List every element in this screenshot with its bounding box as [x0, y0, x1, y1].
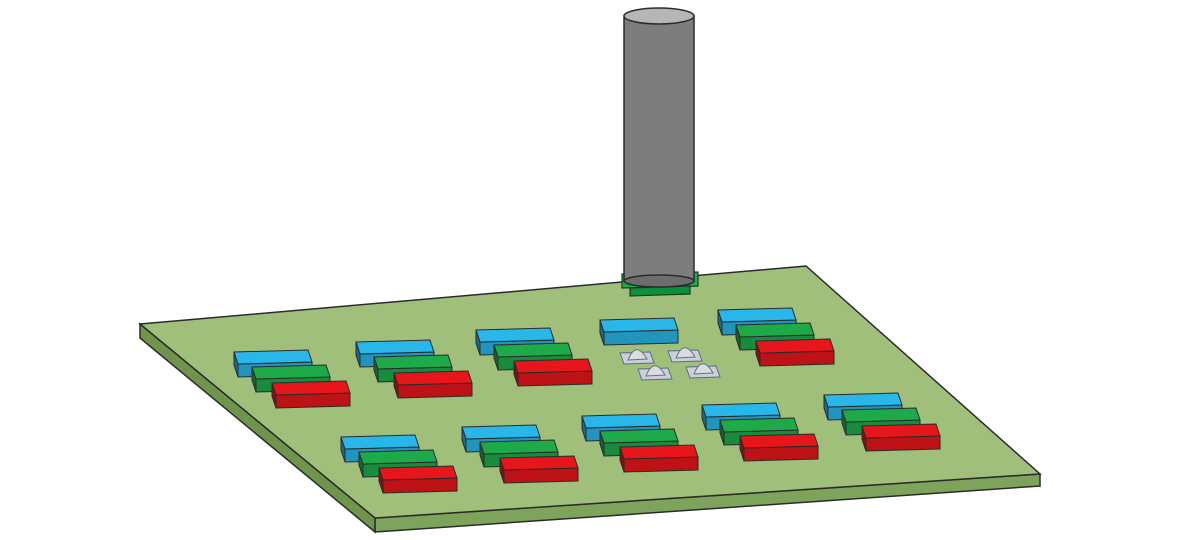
- red-led-block: [378, 465, 458, 494]
- red-led-block: [271, 380, 351, 409]
- led-group: [717, 307, 835, 367]
- cylinder-assembly: [621, 7, 699, 297]
- red-led-block: [739, 433, 819, 462]
- red-led-block: [619, 444, 699, 473]
- lens-dome: [667, 347, 703, 363]
- led-group: [599, 317, 721, 381]
- cylinder-top: [623, 7, 695, 25]
- lens-dome: [637, 365, 673, 381]
- cylinder-bottom-rim: [623, 274, 695, 288]
- led-group: [823, 392, 941, 452]
- lens-dome: [619, 349, 655, 365]
- red-led-block: [513, 358, 593, 387]
- led-group: [355, 339, 473, 399]
- red-led-block: [861, 423, 941, 452]
- red-led-block: [755, 338, 835, 367]
- led-group: [701, 402, 819, 462]
- lens-dome: [685, 363, 721, 379]
- led-group: [340, 434, 458, 494]
- led-group: [581, 413, 699, 473]
- led-group: [461, 424, 579, 484]
- blue-led-block: [599, 317, 679, 346]
- led-group: [233, 349, 351, 409]
- cylinder-body: [623, 15, 695, 282]
- red-led-block: [393, 370, 473, 399]
- led-group: [475, 327, 593, 387]
- led-groups: [233, 307, 941, 494]
- red-led-block: [499, 455, 579, 484]
